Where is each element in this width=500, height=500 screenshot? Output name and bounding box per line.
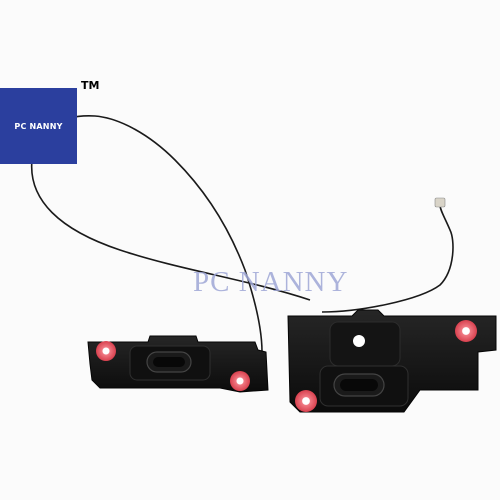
trademark-mark: TM xyxy=(81,79,100,92)
right-speaker-cable xyxy=(321,204,454,313)
right-grommet-1 xyxy=(455,320,477,342)
brand-logo-text: PC NANNY xyxy=(14,121,63,131)
left-speaker xyxy=(87,335,269,393)
mount-hole xyxy=(353,335,365,347)
right-speaker xyxy=(287,309,497,413)
left-grommet-1 xyxy=(96,341,116,361)
cable-connector xyxy=(434,197,446,208)
right-grommet-2 xyxy=(295,390,317,412)
brand-logo: PC NANNY xyxy=(0,88,77,164)
left-grommet-2 xyxy=(230,371,250,391)
brand-watermark: PC NANNY xyxy=(193,266,349,298)
